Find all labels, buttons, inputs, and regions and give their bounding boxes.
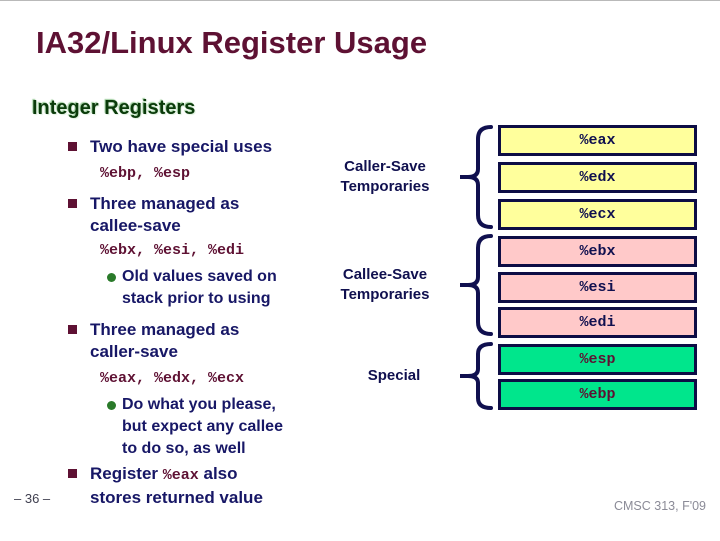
bullet-caller-save: Three managed as caller-save [68, 319, 240, 363]
label-line: Callee-Save [342, 266, 428, 283]
slide-title: IA32/Linux Register Usage [36, 25, 428, 60]
register-box-ecx: %ecx [498, 199, 697, 230]
register-box-esp: %esp [498, 344, 697, 375]
label-line: Temporaries [340, 178, 430, 195]
bullet-line: Three managed as [90, 320, 240, 339]
bullet-text-suffix: also [198, 464, 238, 483]
bullet-eax-return-value: Register %eax also stores returned value [68, 463, 263, 509]
label-line: Temporaries [340, 286, 430, 303]
left-brace-special-icon [460, 342, 493, 410]
square-bullet-icon [68, 469, 77, 478]
square-bullet-icon [68, 142, 77, 151]
bullet-line: caller-save [90, 342, 178, 361]
slide-number: – 36 – [14, 491, 51, 506]
subbullet-line: stack prior to using [122, 290, 271, 307]
bullet-text-prefix: Register [90, 464, 163, 483]
label-caller-save-temporaries: Caller-Save Temporaries [318, 157, 452, 197]
label-special: Special [334, 366, 454, 386]
bullet-line: callee-save [90, 216, 181, 235]
register-box-esi: %esi [498, 272, 697, 303]
bullet-line: stores returned value [90, 488, 263, 507]
register-list-eax-edx-ecx: %eax, %edx, %ecx [100, 370, 245, 387]
subbullet-old-values: Old values saved on stack prior to using [107, 266, 277, 310]
bullet-two-special-uses: Two have special uses [68, 136, 273, 158]
left-brace-caller-save-icon [460, 125, 493, 229]
register-box-edi: %edi [498, 307, 697, 338]
label-callee-save-temporaries: Callee-Save Temporaries [318, 265, 452, 305]
bullet-callee-save: Three managed as callee-save [68, 193, 240, 237]
section-heading: Integer Registers [32, 97, 196, 119]
circle-bullet-icon [107, 273, 116, 282]
register-box-edx: %edx [498, 162, 697, 193]
subbullet-line: to do so, as well [122, 440, 246, 457]
label-line: Caller-Save [344, 158, 426, 175]
register-box-ebp: %ebp [498, 379, 697, 410]
subbullet-line: Do what you please, [122, 396, 276, 413]
circle-bullet-icon [107, 401, 116, 410]
register-box-ebx: %ebx [498, 236, 697, 267]
subbullet-line: Old values saved on [122, 268, 277, 285]
subbullet-line: but expect any callee [122, 418, 283, 435]
inline-register-eax: %eax [162, 467, 199, 484]
label-line: Special [367, 367, 421, 384]
register-box-eax: %eax [498, 125, 697, 156]
register-list-ebp-esp: %ebp, %esp [100, 165, 191, 182]
left-brace-callee-save-icon [460, 234, 493, 336]
subbullet-do-what-you-please: Do what you please, but expect any calle… [107, 394, 283, 460]
bullet-line: Register %eax also [90, 463, 263, 487]
bullet-line: Two have special uses [90, 137, 273, 156]
square-bullet-icon [68, 199, 77, 208]
square-bullet-icon [68, 325, 77, 334]
register-list-ebx-esi-edi: %ebx, %esi, %edi [100, 242, 245, 259]
course-footer: CMSC 313, F'09 [613, 499, 706, 513]
bullet-line: Three managed as [90, 194, 240, 213]
